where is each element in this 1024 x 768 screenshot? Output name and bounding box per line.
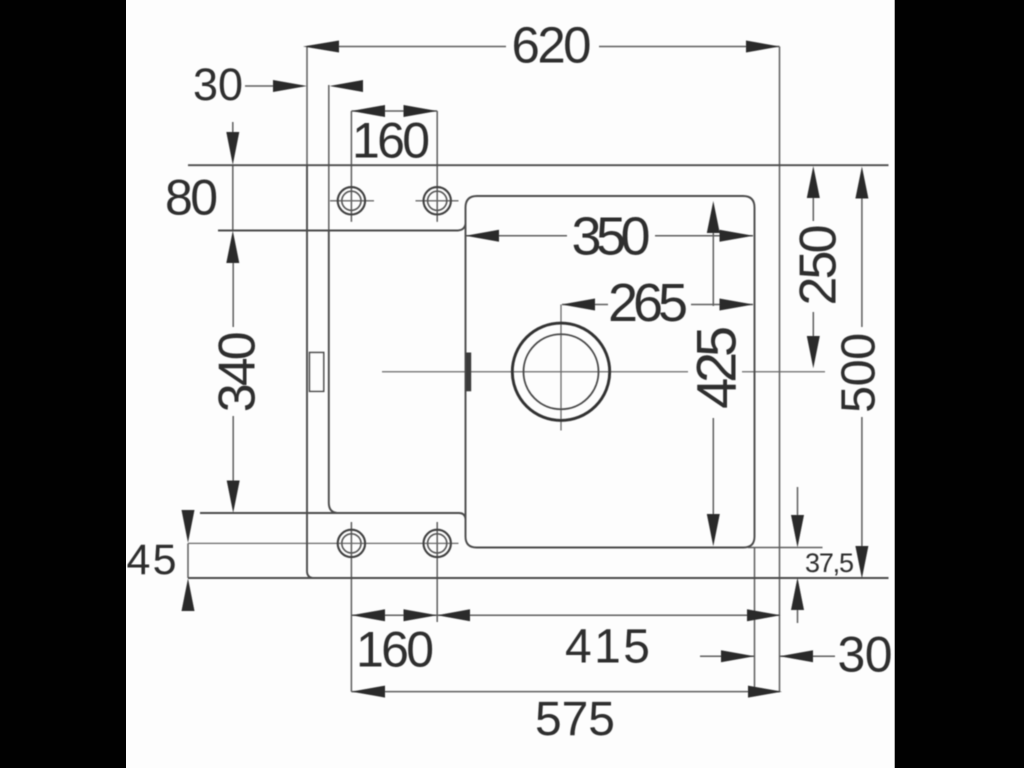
- svg-text:575: 575: [535, 693, 615, 746]
- svg-text:37,5: 37,5: [805, 548, 854, 578]
- svg-text:30: 30: [838, 627, 893, 683]
- svg-text:340: 340: [208, 331, 266, 412]
- svg-text:350: 350: [572, 207, 651, 267]
- svg-text:250: 250: [790, 225, 848, 306]
- svg-text:160: 160: [356, 622, 434, 678]
- svg-text:425: 425: [685, 326, 748, 409]
- svg-text:500: 500: [832, 333, 886, 413]
- svg-text:265: 265: [608, 273, 688, 333]
- svg-text:415: 415: [565, 621, 650, 674]
- svg-text:30: 30: [193, 59, 243, 110]
- svg-text:620: 620: [512, 17, 592, 74]
- svg-text:160: 160: [352, 113, 430, 169]
- svg-text:80: 80: [165, 170, 218, 226]
